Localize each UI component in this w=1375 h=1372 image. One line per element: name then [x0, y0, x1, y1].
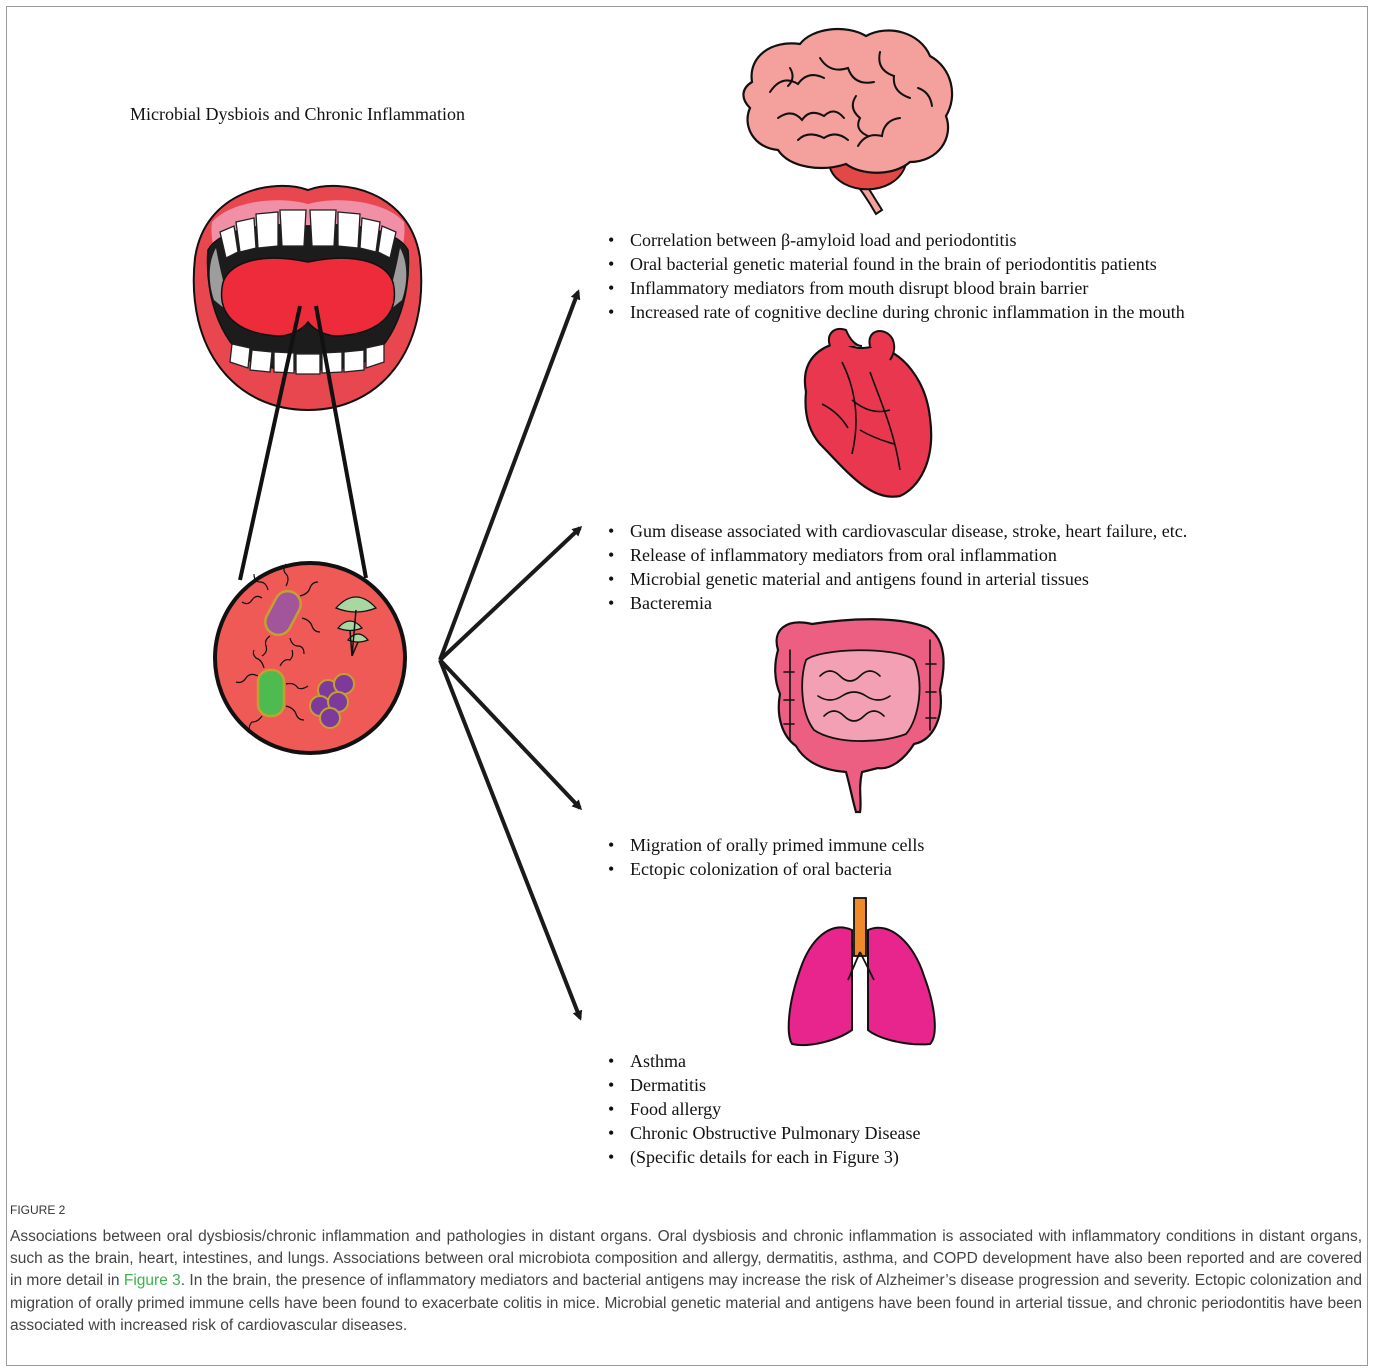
- figure-caption: Associations between oral dysbiosis/chro…: [10, 1226, 1362, 1337]
- list-item: Inflammatory mediators from mouth disrup…: [608, 276, 1185, 300]
- caption-text-end: . In the brain, the presence of inflamma…: [10, 1272, 1362, 1333]
- microbes-circle: [215, 563, 405, 753]
- list-item: Migration of orally primed immune cells: [608, 833, 924, 857]
- list-item: Gum disease associated with cardiovascul…: [608, 519, 1187, 543]
- list-item: (Specific details for each in Figure 3): [608, 1145, 920, 1169]
- list-item: Microbial genetic material and antigens …: [608, 567, 1187, 591]
- list-item: Ectopic colonization of oral bacteria: [608, 857, 924, 881]
- list-item: Chronic Obstructive Pulmonary Disease: [608, 1121, 920, 1145]
- list-item: Food allergy: [608, 1097, 920, 1121]
- brain-icon: [743, 29, 952, 214]
- figure-label: FIGURE 2: [10, 1203, 65, 1217]
- heart-associations-list: Gum disease associated with cardiovascul…: [608, 519, 1187, 615]
- arrow-to-brain: [440, 292, 578, 660]
- arrow-to-heart: [440, 528, 580, 660]
- mouth-icon: [194, 186, 422, 410]
- intestine-icon: [775, 619, 943, 812]
- list-item: Asthma: [608, 1049, 920, 1073]
- intestine-associations-list: Migration of orally primed immune cells …: [608, 833, 924, 881]
- list-item: Release of inflammatory mediators from o…: [608, 543, 1187, 567]
- arrow-to-lungs: [440, 660, 580, 1018]
- list-item: Dermatitis: [608, 1073, 920, 1097]
- heart-icon: [805, 329, 931, 497]
- arrow-to-intestine: [440, 660, 580, 808]
- list-item: Correlation between β-amyloid load and p…: [608, 228, 1185, 252]
- list-item: Oral bacterial genetic material found in…: [608, 252, 1185, 276]
- arrows: [440, 292, 580, 1018]
- list-item: Increased rate of cognitive decline duri…: [608, 300, 1185, 324]
- brain-associations-list: Correlation between β-amyloid load and p…: [608, 228, 1185, 324]
- lungs-icon: [789, 898, 935, 1045]
- lungs-associations-list: Asthma Dermatitis Food allergy Chronic O…: [608, 1049, 920, 1169]
- figure-3-link[interactable]: Figure 3: [124, 1272, 181, 1289]
- list-item: Bacteremia: [608, 591, 1187, 615]
